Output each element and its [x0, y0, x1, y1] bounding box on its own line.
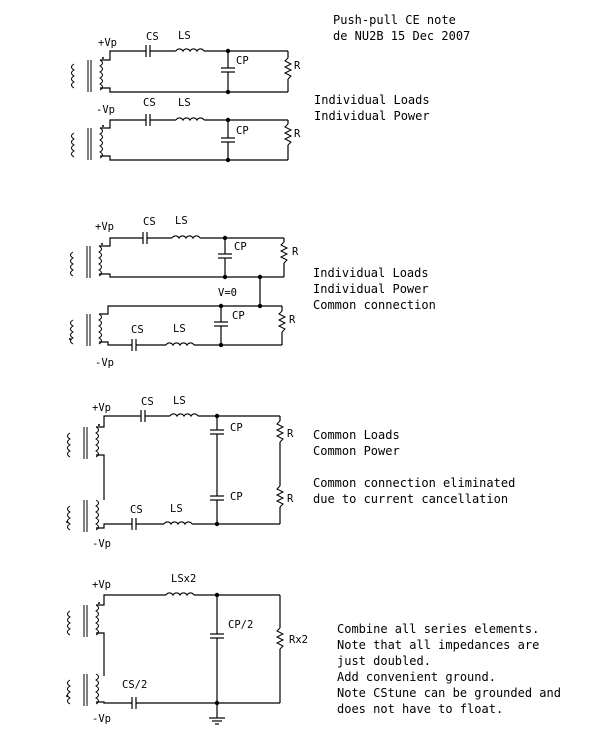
transformer-1a: [71, 59, 103, 92]
title-line-2: de NU2B 15 Dec 2007: [333, 29, 470, 43]
cp-label-1b: CP: [236, 125, 249, 137]
transformer-4b: [67, 673, 99, 706]
transformer-3b: [67, 499, 99, 532]
vp-plus-label-2: +Vp: [95, 221, 114, 233]
cs-label-1b: CS: [143, 97, 156, 109]
cs-label-2b: CS: [131, 324, 144, 336]
transformer-1b: [71, 127, 103, 160]
ls-label-3b: LS: [170, 503, 183, 515]
note-1-line-2: Individual Power: [314, 109, 430, 123]
note-3-line-2: Common Power: [313, 444, 400, 458]
section-3-common-loads: +Vp CS LS CP CP R R: [67, 395, 515, 550]
note-4-line-6: does not have to float.: [337, 702, 503, 716]
transformer-4a: [67, 604, 99, 637]
section-1-individual-circuits: +Vp CS LS CP R -Vp CS L: [71, 30, 430, 163]
note-4-line-4: Add convenient ground.: [337, 670, 496, 684]
r-label-2a: R: [292, 246, 299, 258]
note-3-line-1: Common Loads: [313, 428, 400, 442]
transformer-polarity-dots: [66, 57, 104, 697]
cp-label-3b: CP: [230, 491, 243, 503]
note-2-line-2: Individual Power: [313, 282, 429, 296]
cp-half-label: CP/2: [228, 619, 253, 631]
section-4-combined: +Vp LSx2 CP/2 Rx2 CS/2 -Vp: [67, 573, 561, 725]
section-2-common-connection: +Vp CS LS CP R V=0: [70, 215, 436, 369]
transformer-3a: [67, 426, 99, 459]
cs-label-3a: CS: [141, 396, 154, 408]
note-2-line-3: Common connection: [313, 298, 436, 312]
r-label-3b: R: [287, 493, 294, 505]
ls-label-3a: LS: [173, 395, 186, 407]
note-4-line-1: Combine all series elements.: [337, 622, 539, 636]
cp-label-2b: CP: [232, 310, 245, 322]
vp-plus-label-1: +Vp: [98, 37, 117, 49]
cs-half-label: CS/2: [122, 679, 147, 691]
note-4-line-2: Note that all impedances are: [337, 638, 539, 652]
note-1-line-1: Individual Loads: [314, 93, 430, 107]
note-2-line-1: Individual Loads: [313, 266, 429, 280]
vp-minus-label-2: -Vp: [95, 357, 114, 369]
note-3-line-5: due to current cancellation: [313, 492, 508, 506]
vp-minus-label-3: -Vp: [92, 538, 111, 550]
cs-label-2a: CS: [143, 216, 156, 228]
v-zero-label: V=0: [218, 287, 237, 299]
note-4-line-3: just doubled.: [337, 654, 431, 668]
vp-plus-label-4: +Vp: [92, 579, 111, 591]
cp-label-1a: CP: [236, 55, 249, 67]
ls-label-2a: LS: [175, 215, 188, 227]
r-label-1b: R: [294, 128, 301, 140]
cp-label-3a: CP: [230, 422, 243, 434]
cs-label-1a: CS: [146, 31, 159, 43]
ground-symbol: [209, 703, 225, 725]
title-line-1: Push-pull CE note: [333, 13, 456, 27]
r-label-3a: R: [287, 428, 294, 440]
lsx2-label: LSx2: [171, 573, 196, 585]
r-label-1a: R: [294, 60, 301, 72]
rx2-label: Rx2: [289, 634, 308, 646]
note-4-line-5: Note CStune can be grounded and: [337, 686, 561, 700]
transformer-2b: [70, 313, 102, 346]
vp-plus-label-3: +Vp: [92, 402, 111, 414]
ls-label-1b: LS: [178, 97, 191, 109]
transformer-2a: [70, 245, 102, 278]
note-3-line-4: Common connection eliminated: [313, 476, 515, 490]
ls-label-1a: LS: [178, 30, 191, 42]
cp-label-2a: CP: [234, 241, 247, 253]
cs-label-3b: CS: [130, 504, 143, 516]
ls-label-2b: LS: [173, 323, 186, 335]
r-label-2b: R: [289, 314, 296, 326]
vp-minus-label-1: -Vp: [96, 104, 115, 116]
vp-minus-label-4: -Vp: [92, 713, 111, 725]
